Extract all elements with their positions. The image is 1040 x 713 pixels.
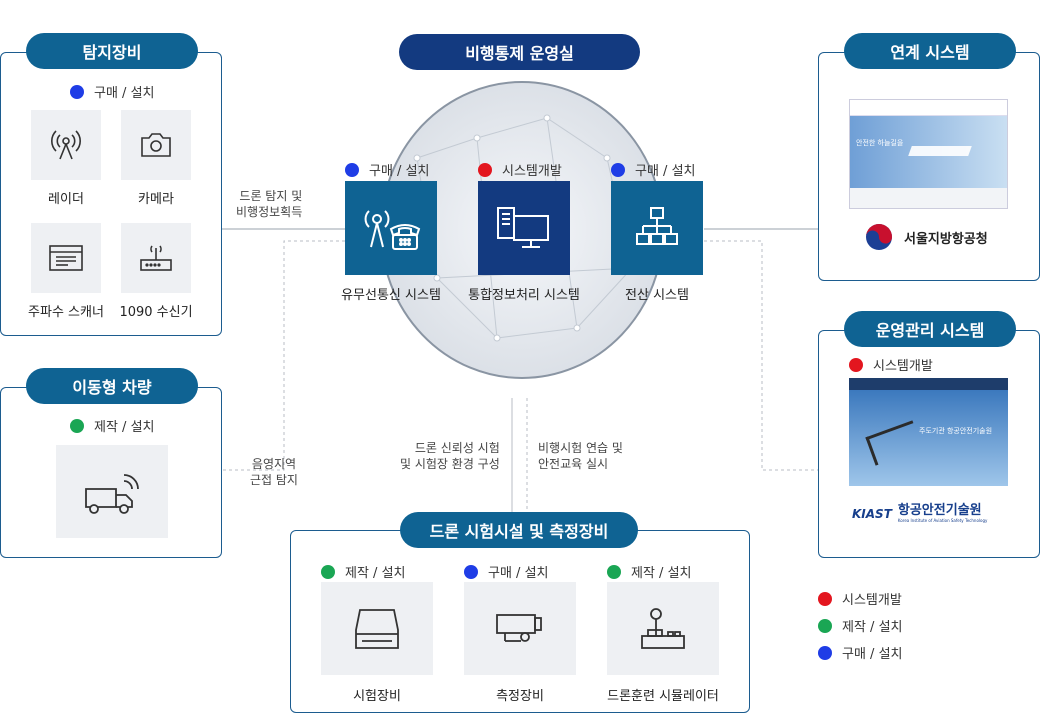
scanner-tile[interactable]: [31, 223, 101, 293]
vehicle-link-note: 음영지역 근접 탐지: [250, 456, 298, 488]
simulator-tile[interactable]: [607, 582, 719, 675]
status-text: 구매 / 설치: [635, 164, 696, 179]
status-text: 제작 / 설치: [94, 420, 155, 435]
radar-label: 레이더: [48, 192, 84, 207]
measure-equipment-tile[interactable]: [464, 582, 576, 675]
it-system-label: 전산 시스템: [625, 288, 689, 303]
it-system-box[interactable]: [611, 181, 703, 275]
scanner-label: 주파수 스캐너: [28, 305, 104, 320]
status-text: 제작 / 설치: [631, 566, 692, 581]
note-line: 비행시험 연습 및: [538, 441, 623, 455]
legend-label: 시스템개발: [842, 593, 902, 608]
system-status-3: 구매 / 설치: [611, 160, 696, 179]
status-text: 시스템개발: [873, 359, 933, 374]
vehicle-title: 이동형 차량: [26, 368, 198, 404]
testing-status-1: 제작 / 설치: [321, 562, 406, 581]
legend-develop: 시스템개발: [818, 589, 902, 608]
kiast-logo-text: KIAST: [852, 507, 892, 521]
note-line: 드론 탐지 및: [239, 189, 303, 203]
note-line: 안전교육 실시: [538, 457, 609, 471]
develop-dot-icon: [849, 357, 863, 372]
computer-icon: [497, 207, 549, 248]
truck-icon: [85, 473, 139, 514]
purchase-dot-icon: [464, 564, 478, 579]
manufacture-dot-icon: [70, 418, 84, 433]
system-status-2: 시스템개발: [478, 160, 562, 179]
kiast-logo: KIAST 항공안전기술원 Korea Institute of Aviatio…: [852, 499, 987, 523]
camera-label: 카메라: [138, 192, 174, 207]
status-text: 구매 / 설치: [488, 566, 549, 581]
note-line: 비행정보획득: [236, 205, 303, 219]
testing-status-3: 제작 / 설치: [607, 562, 692, 581]
comm-system-label: 유무선통신 시스템: [341, 288, 441, 303]
note-line: 드론 신뢰성 시험: [414, 441, 500, 455]
linked-org-name: 서울지방항공청: [904, 231, 988, 247]
develop-dot-icon: [478, 162, 492, 177]
status-text: 시스템개발: [502, 164, 562, 179]
receiver-tile[interactable]: [121, 223, 191, 293]
radar-tile[interactable]: [31, 110, 101, 180]
radar-icon: [51, 130, 81, 160]
purchase-dot-icon: [611, 162, 625, 177]
legend-label: 구매 / 설치: [842, 647, 903, 662]
vehicle-status: 제작 / 설치: [70, 416, 155, 435]
operations-title: 운영관리 시스템: [844, 311, 1016, 347]
camera-tile[interactable]: [121, 110, 191, 180]
develop-dot-icon: [818, 591, 832, 606]
status-text: 구매 / 설치: [369, 164, 430, 179]
simulator-label: 드론훈련 시뮬레이터: [607, 689, 719, 704]
integrated-system-box[interactable]: [478, 181, 570, 275]
note-line: 음영지역: [251, 457, 297, 471]
test-left-note: 드론 신뢰성 시험 및 시험장 환경 구성: [400, 440, 500, 472]
measure-equipment-label: 측정장비: [496, 689, 544, 704]
vehicle-tile[interactable]: [56, 445, 168, 538]
test-right-note: 비행시험 연습 및 안전교육 실시: [538, 440, 623, 472]
korea-emblem-icon: [866, 224, 892, 250]
kiast-org-en: Korea Institute of Aviation Safety Techn…: [897, 518, 988, 523]
ops-banner-text: 주도기관 항공안전기술원: [919, 427, 993, 435]
radio-phone-icon: [364, 210, 421, 250]
integrated-system-label: 통합정보처리 시스템: [468, 288, 580, 303]
linked-title: 연계 시스템: [844, 33, 1016, 69]
detect-link-note: 드론 탐지 및 비행정보획득: [236, 188, 302, 220]
projector-icon: [496, 613, 542, 642]
network-icon: [636, 207, 678, 245]
status-text: 구매 / 설치: [94, 86, 155, 101]
detection-status: 구매 / 설치: [70, 82, 155, 101]
note-line: 및 시험장 환경 구성: [400, 457, 500, 471]
testing-status-2: 구매 / 설치: [464, 562, 549, 581]
drive-icon: [355, 608, 399, 649]
scanner-icon: [49, 245, 83, 271]
purchase-dot-icon: [345, 162, 359, 177]
receiver-icon: [140, 245, 172, 271]
receiver-label: 1090 수신기: [119, 305, 193, 320]
kiast-org-name: 항공안전기술원: [897, 503, 982, 518]
joystick-icon: [641, 607, 685, 649]
test-equipment-tile[interactable]: [321, 582, 433, 675]
camera-icon: [141, 133, 171, 157]
purchase-dot-icon: [818, 645, 832, 660]
manufacture-dot-icon: [321, 564, 335, 579]
testing-title: 드론 시험시설 및 측정장비: [400, 512, 638, 548]
linked-website-thumbnail[interactable]: 안전한 하늘길을: [849, 99, 1008, 209]
operations-status: 시스템개발: [849, 355, 933, 374]
status-text: 제작 / 설치: [345, 566, 406, 581]
legend-label: 제작 / 설치: [842, 620, 903, 635]
manufacture-dot-icon: [818, 618, 832, 633]
legend-purchase: 구매 / 설치: [818, 643, 903, 662]
note-line: 근접 탐지: [250, 473, 298, 487]
control-room-title: 비행통제 운영실: [399, 34, 640, 70]
manufacture-dot-icon: [607, 564, 621, 579]
website-banner-text: 안전한 하늘길을: [856, 139, 904, 147]
linked-org-logo: 서울지방항공청: [864, 222, 988, 252]
comm-system-box[interactable]: [345, 181, 437, 275]
detection-title: 탐지장비: [26, 33, 198, 69]
purchase-dot-icon: [70, 84, 84, 99]
test-equipment-label: 시험장비: [353, 689, 401, 704]
operations-website-thumbnail[interactable]: 주도기관 항공안전기술원: [849, 378, 1008, 486]
system-status-1: 구매 / 설치: [345, 160, 430, 179]
legend-manufacture: 제작 / 설치: [818, 616, 903, 635]
